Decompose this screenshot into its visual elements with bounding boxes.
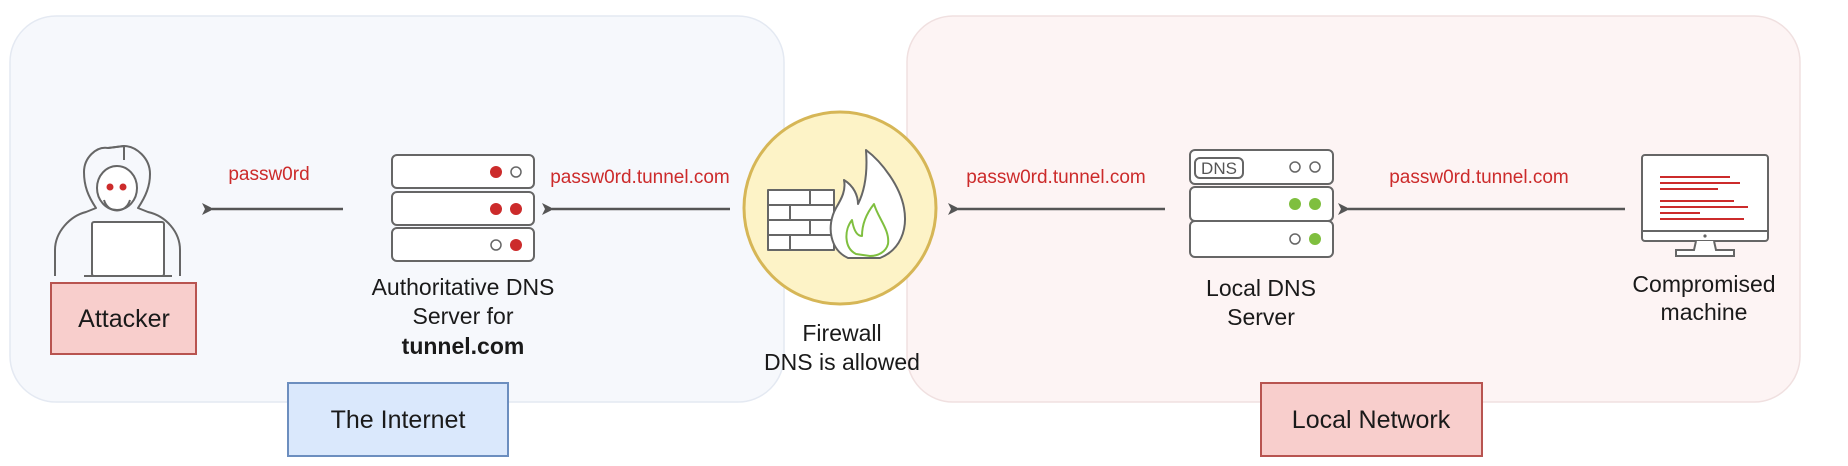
dns-server-status-lights — [1289, 161, 1321, 245]
hacker-eye-left — [106, 183, 114, 191]
edge-label-auth-dns-attacker: passw0rd — [228, 164, 309, 185]
dns-server-icon — [1189, 149, 1334, 258]
compromised-label-1: Compromised — [1632, 271, 1775, 297]
edge-label-firewall-auth-dns: passw0rd.tunnel.com — [550, 167, 730, 188]
server-status-lights — [490, 166, 522, 251]
monitor-screen-lines — [1660, 176, 1748, 220]
auth-dns-label-3: tunnel.com — [402, 333, 525, 359]
svg-text:The Internet: The Internet — [331, 406, 466, 434]
auth-dns-label-1: Authoritative DNS — [372, 274, 555, 300]
local-network-zone-label: Local Network — [1260, 382, 1483, 457]
firewall-inner-flame — [845, 203, 890, 257]
svg-text:Attacker: Attacker — [78, 305, 170, 333]
firewall-label-2: DNS is allowed — [764, 349, 920, 375]
dns-badge: DNS — [1201, 159, 1237, 178]
compromised-label-2: machine — [1661, 299, 1748, 325]
monitor-power-dot — [1703, 234, 1707, 238]
local-dns-label-2: Server — [1227, 304, 1295, 330]
attacker-node: Attacker — [50, 282, 197, 355]
svg-text:Local Network: Local Network — [1292, 406, 1451, 434]
monitor-icon — [1641, 154, 1769, 257]
auth-dns-label-2: Server for — [413, 303, 514, 329]
local-dns-label-1: Local DNS — [1206, 275, 1316, 301]
edge-label-local-dns-firewall: passw0rd.tunnel.com — [966, 167, 1146, 188]
hacker-eye-right — [119, 183, 127, 191]
internet-zone-label: The Internet — [287, 382, 509, 457]
firewall-label-1: Firewall — [802, 320, 881, 346]
hacker-icon — [54, 145, 181, 277]
server-icon — [391, 154, 535, 262]
edge-label-compromised-local-dns: passw0rd.tunnel.com — [1389, 167, 1569, 188]
